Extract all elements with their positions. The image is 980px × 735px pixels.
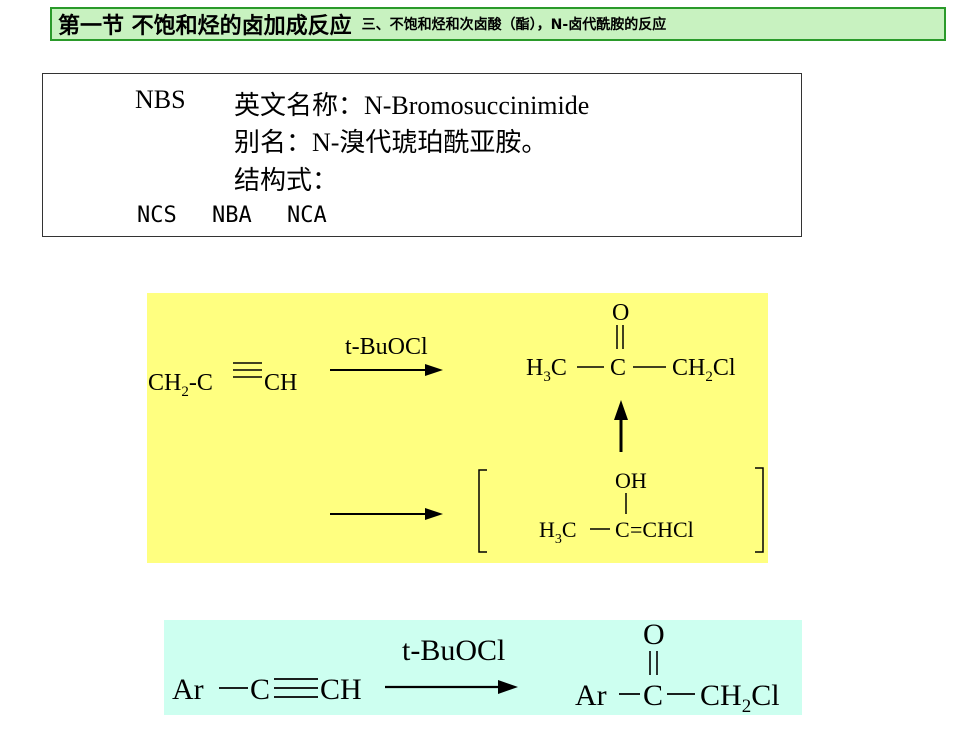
reactant-c: C [250,673,270,706]
nbs-abbreviation: NBS [135,85,186,114]
enol-oh: OH [615,468,647,493]
reaction-arrow-2 [330,508,443,520]
reagent-ncs: NCS [137,203,177,228]
enol-chcl: =CHCl [630,517,694,542]
product2-ar: Ar [575,679,607,712]
enol-brackets [478,467,764,553]
svg-text:CH: CH [264,370,297,396]
section-title: 第一节 不饱和烃的卤加成反应 [58,14,352,39]
product-oxygen: O [612,300,629,326]
reactant-propyne: CH2-C CH [148,362,297,400]
product-aryl-chloroketone: O Ar C CH2Cl [575,618,780,717]
product2-c: C [643,679,663,712]
structure-label: 结构式： [234,166,339,195]
alias-name: 别名：N-溴代琥珀酰亚胺。 [234,128,548,157]
enol-carbon: C [615,517,630,542]
section-header: 第一节 不饱和烃的卤加成反应 三、不饱和烃和次卤酸（酯），N-卤代酰胺的反应 [50,7,946,41]
svg-text:CH2Cl: CH2Cl [672,355,736,385]
reaction-arrow-1 [330,364,443,376]
reaction-panel-aryl [164,620,802,715]
tautomer-arrow [614,400,628,452]
reaction-panel-alkyne [147,293,768,563]
reagent-nca: NCA [287,203,327,228]
reactant-ar: Ar [172,673,204,706]
reactant-ch: CH [320,673,362,706]
reactant-arylacetylene: Ar C CH [172,673,362,706]
svg-text:CH2-C: CH2-C [148,370,213,400]
section-subtitle: 三、不饱和烃和次卤酸（酯），N-卤代酰胺的反应 [361,17,667,33]
reagent-label-2: t-BuOCl [402,634,505,667]
reaction-arrow-3 [385,680,518,694]
svg-text:CH2Cl: CH2Cl [700,679,780,717]
related-reagents: NCS NBA NCA [137,203,349,228]
nbs-info-box [42,73,802,237]
product-carbonyl-c: C [610,355,626,381]
product2-oxygen: O [643,618,665,651]
reagent-label-1: t-BuOCl [345,334,428,360]
reagent-nba: NBA [212,203,252,228]
english-name: 英文名称：N-Bromosuccinimide [234,91,590,120]
